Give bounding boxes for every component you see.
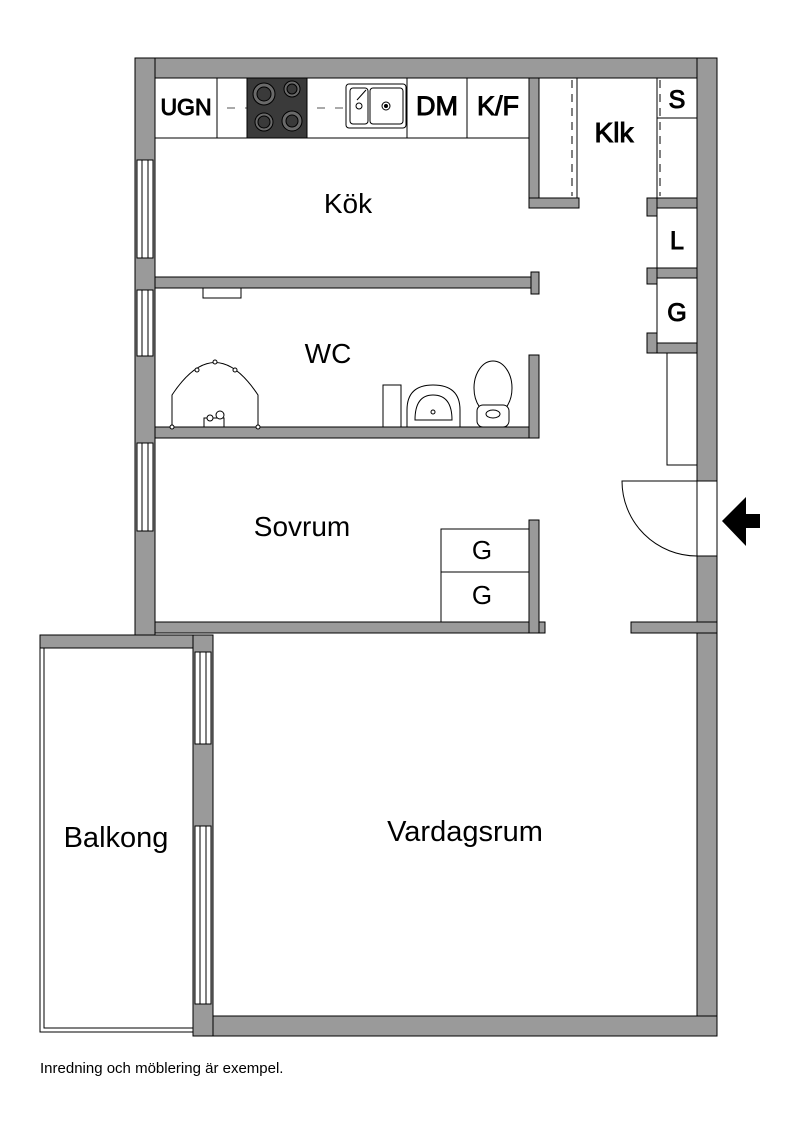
kitchen-counter: UGN DM K/F	[154, 77, 530, 139]
footnote: Inredning och möblering är exempel.	[40, 1060, 284, 1077]
room-label-bedroom: Sovrum	[254, 511, 350, 542]
room-label-wc: WC	[305, 338, 352, 369]
toilet-icon	[473, 360, 513, 428]
closet-area: S Klk L G	[538, 77, 698, 466]
room-label-living-room: Vardagsrum	[387, 816, 543, 848]
oven-label: UGN	[160, 94, 211, 120]
wc-room: WC	[169, 287, 513, 430]
wardrobe-g-1-label: G	[472, 535, 492, 565]
inner-walls	[154, 77, 718, 634]
wardrobe-g-2-label: G	[472, 580, 492, 610]
shower-icon	[169, 359, 261, 430]
entrance-arrow-icon	[722, 497, 760, 546]
dishwasher-label: DM	[416, 91, 458, 121]
door-swing-icon	[621, 480, 718, 557]
windows	[136, 159, 212, 1005]
storage-g-hall-label: G	[667, 299, 686, 327]
room-label-balcony: Balkong	[64, 822, 169, 854]
cooktop-icon	[246, 77, 308, 139]
balcony: Balkong	[39, 647, 194, 1033]
washbasin-icon	[406, 384, 461, 428]
room-label-kitchen: Kök	[324, 188, 373, 219]
storage-l-label: L	[670, 227, 684, 255]
fridge-freezer-label: K/F	[477, 91, 519, 121]
sink-icon	[345, 83, 407, 129]
room-label-closet: Klk	[595, 117, 635, 148]
storage-s-label: S	[669, 86, 686, 114]
bedroom-room: Sovrum G G	[254, 511, 530, 623]
